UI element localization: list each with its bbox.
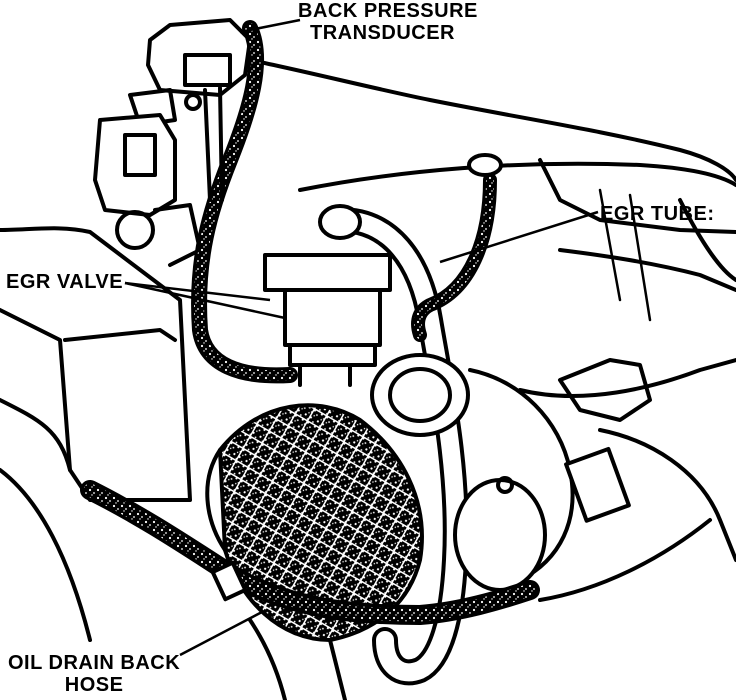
oil-drain-back-hose-label: OIL DRAIN BACK HOSE — [8, 652, 180, 696]
back-pressure-transducer-label-line1: BACK PRESSURE — [298, 0, 478, 22]
turbocharger — [370, 353, 736, 602]
leader-lines — [124, 18, 599, 657]
transducer-rod — [203, 86, 224, 202]
back-pressure-transducer-label-line2: TRANSDUCER — [310, 22, 455, 44]
back-pressure-transducer — [128, 18, 252, 127]
vacuum-hose-right — [411, 173, 497, 342]
intake-duct — [205, 403, 424, 643]
transducer-hose — [191, 20, 298, 384]
egr-valve-label: EGR VALVE — [6, 271, 124, 293]
intake-manifold — [248, 58, 736, 398]
oil-drain-back-hose-label-line1: OIL DRAIN BACK — [8, 652, 181, 674]
back-pressure-transducer-label: BACK PRESSURE TRANSDUCER — [298, 0, 478, 44]
oil-drain-back-hose — [80, 480, 540, 626]
air-cleaner-box — [0, 226, 192, 502]
egr-tube-label: EGR TUBE: — [600, 203, 715, 225]
egr-tube — [318, 153, 503, 686]
lower-body-lines — [0, 468, 347, 700]
egr-valve — [263, 253, 392, 387]
throttle-body — [93, 113, 202, 267]
oil-drain-back-hose-label-line2: HOSE — [64, 674, 124, 696]
